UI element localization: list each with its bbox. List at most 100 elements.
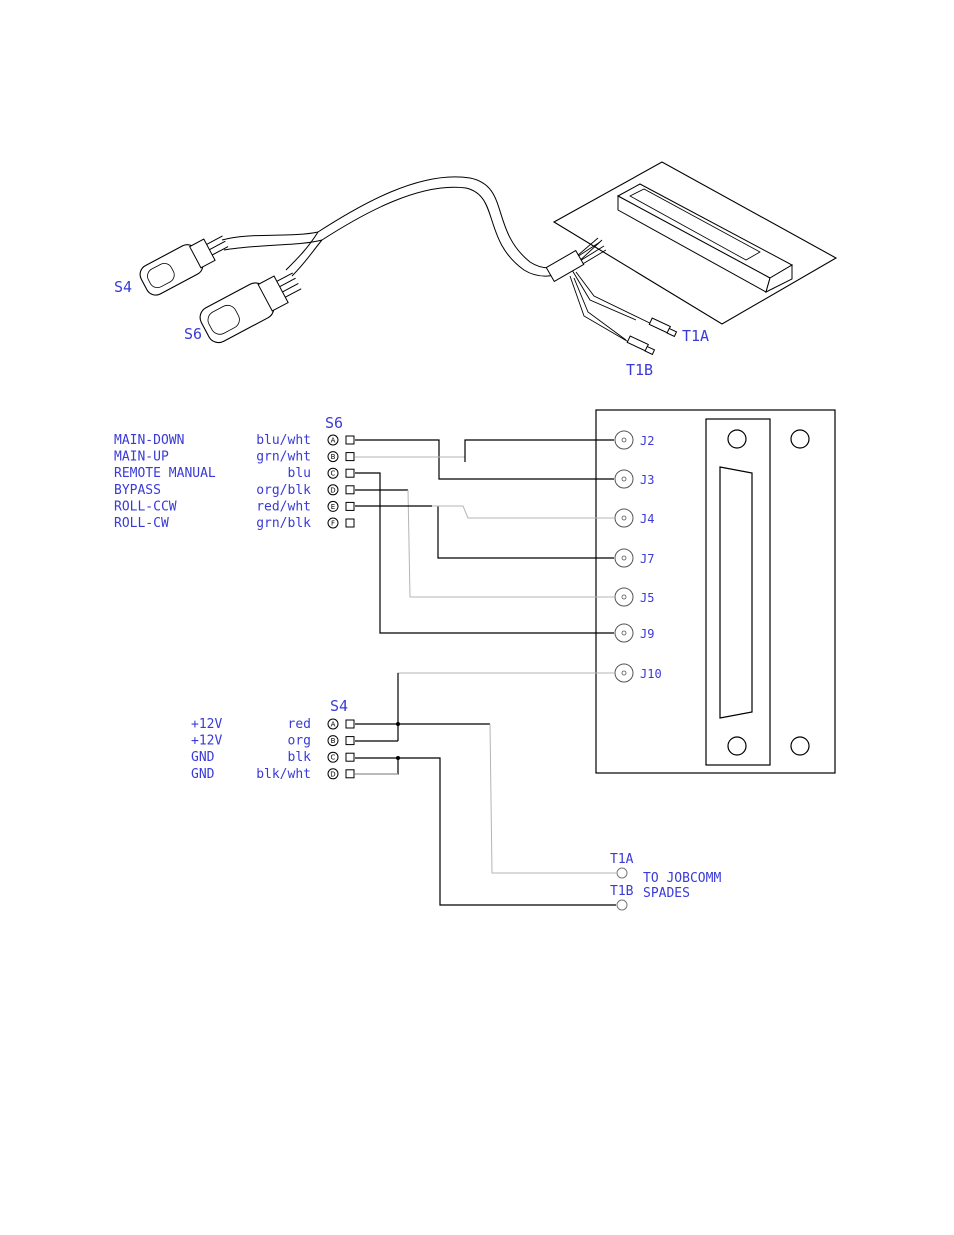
- signal-name: ROLL-CCW: [114, 499, 177, 514]
- signal-name: +12V: [191, 734, 222, 749]
- s4-row: GND blk C: [191, 750, 354, 765]
- cable-illustration: S4 S6 T1A T1B: [114, 162, 836, 379]
- spade-t1a-label: T1A: [610, 852, 634, 867]
- wire-color: red: [288, 717, 311, 732]
- signal-name: MAIN-DOWN: [114, 433, 184, 448]
- spade-terminals: T1A T1B TO JOBCOMM SPADES: [610, 852, 721, 910]
- wire-main-up-j2: [465, 440, 614, 462]
- jack-label: J4: [640, 512, 654, 526]
- signal-name: GND: [191, 750, 215, 765]
- terminal-square-icon: [346, 519, 354, 527]
- mounting-hole-icon: [728, 430, 746, 448]
- pin-letter: D: [330, 770, 335, 778]
- s6-row: REMOTE MANUAL blu C: [114, 466, 354, 481]
- wire-main-down-j3: [355, 440, 614, 479]
- signal-name: ROLL-CW: [114, 516, 169, 531]
- jack-j3: J3: [615, 470, 654, 488]
- s4-row: +12V red A: [191, 717, 354, 732]
- jack-j5: J5: [615, 588, 654, 606]
- s6-row: BYPASS org/blk D: [114, 483, 354, 498]
- s6-row: MAIN-UP grn/wht B: [114, 450, 354, 465]
- jack-label: J3: [640, 473, 654, 487]
- signal-name: +12V: [191, 717, 222, 732]
- wire-color: red/wht: [256, 499, 311, 514]
- terminal-square-icon: [346, 770, 354, 778]
- pin-letter: A: [331, 437, 336, 445]
- pin-letter: C: [331, 754, 336, 762]
- d-connector-shell: [720, 467, 752, 718]
- jack-pin-icon: [622, 516, 626, 520]
- t1a-spade-icon: [649, 318, 676, 336]
- terminal-square-icon: [346, 502, 354, 510]
- wire-12v-t1a: [490, 724, 616, 873]
- s6-title: S6: [325, 414, 343, 432]
- terminal-square-icon: [346, 469, 354, 477]
- terminal-square-icon: [346, 737, 354, 745]
- spade-t1a-terminal: [617, 868, 627, 878]
- wires: [355, 440, 616, 905]
- terminal-square-icon: [346, 753, 354, 761]
- pin-letter: F: [331, 520, 335, 528]
- wire-roll-cw-j4: [432, 506, 614, 518]
- spades-note-line2: SPADES: [643, 886, 690, 901]
- spade-t1b-label: T1B: [610, 884, 634, 899]
- jack-pin-icon: [622, 438, 626, 442]
- wire-color: blk: [288, 750, 312, 765]
- wire-color: grn/wht: [256, 450, 311, 465]
- jack-j7: J7: [615, 549, 654, 567]
- wire-color: blu: [288, 466, 311, 481]
- s6-plug-icon: [196, 264, 306, 346]
- jack-label: J5: [640, 591, 654, 605]
- jack-j4: J4: [615, 509, 654, 527]
- wire-gnd-t1b: [355, 758, 616, 905]
- jack-pin-icon: [622, 556, 626, 560]
- board-outline: [596, 410, 835, 773]
- wire-color: org/blk: [256, 483, 311, 498]
- jack-pin-icon: [622, 595, 626, 599]
- terminal-square-icon: [346, 720, 354, 728]
- s4-plug-label: S4: [114, 278, 132, 296]
- pin-letter: E: [331, 503, 335, 511]
- t1a-label: T1A: [682, 327, 709, 345]
- pin-letter: B: [331, 453, 336, 461]
- wire-color: grn/blk: [256, 516, 311, 531]
- mounting-hole-icon: [791, 737, 809, 755]
- terminal-square-icon: [346, 486, 354, 494]
- jack-pin-icon: [622, 477, 626, 481]
- s6-row: ROLL-CCW red/wht E: [114, 499, 354, 514]
- terminal-square-icon: [346, 436, 354, 444]
- pin-letter: C: [331, 470, 336, 478]
- wire-roll-ccw-j7: [438, 506, 614, 558]
- jack-j9: J9: [615, 624, 654, 642]
- signal-name: BYPASS: [114, 483, 161, 498]
- terminal-square-icon: [346, 453, 354, 461]
- s6-row: ROLL-CW grn/blk F: [114, 516, 354, 531]
- s4-plug-icon: [137, 227, 233, 298]
- jack-j2: J2: [615, 431, 654, 449]
- jack-label: J10: [640, 667, 662, 681]
- jack-j10: J10: [615, 664, 662, 682]
- signal-name: GND: [191, 767, 215, 782]
- jack-label: J2: [640, 434, 654, 448]
- mounting-hole-icon: [791, 430, 809, 448]
- signal-name: REMOTE MANUAL: [114, 466, 216, 481]
- mounting-hole-icon: [728, 737, 746, 755]
- s4-title: S4: [330, 697, 348, 715]
- jack-label: J9: [640, 627, 654, 641]
- pin-letter: D: [330, 486, 335, 494]
- t1b-label: T1B: [626, 361, 653, 379]
- t1b-spade-icon: [627, 336, 654, 354]
- wire-remote-manual-j9: [355, 473, 614, 633]
- pin-letter: A: [331, 721, 336, 729]
- s6-plug-label: S6: [184, 325, 202, 343]
- pin-letter: B: [331, 737, 336, 745]
- signal-name: MAIN-UP: [114, 450, 169, 465]
